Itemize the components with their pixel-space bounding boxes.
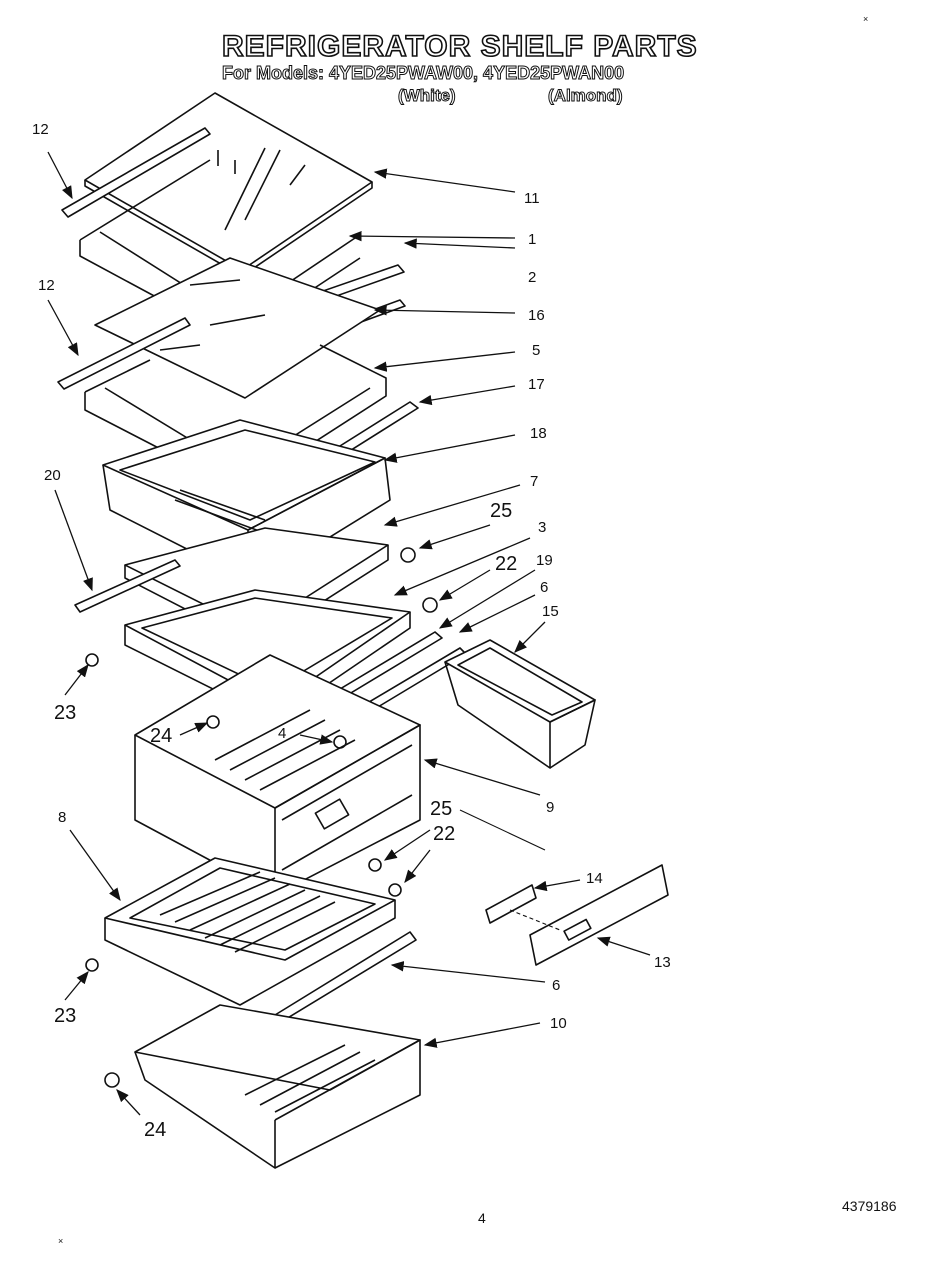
glass-shelf-part	[84, 92, 373, 277]
page-number: 4	[478, 1210, 486, 1226]
slider-part	[485, 884, 537, 924]
callout-label: 12	[38, 277, 55, 294]
fastener-part	[400, 547, 416, 563]
crisper-cover-part	[104, 857, 396, 1006]
callout-label: 8	[58, 809, 66, 826]
callout-label: 10	[550, 1015, 567, 1032]
callout-labels: 12 11 1 2 12 16 5 17 18 20 7 25 3 22 19 …	[32, 121, 671, 1141]
callout-label: 19	[536, 552, 553, 569]
callout-label: 2	[528, 269, 536, 286]
glass-plate-part	[94, 257, 381, 399]
callout-label: 17	[528, 376, 545, 393]
callout-label: 1	[528, 231, 536, 248]
drawer-part	[102, 419, 391, 586]
callout-label: 14	[586, 870, 603, 887]
callout-label: 9	[546, 799, 554, 816]
callout-label: 24	[144, 1119, 166, 1141]
variant-white: (White)	[398, 86, 457, 106]
callout-label: 4	[278, 725, 286, 742]
callout-label: 20	[44, 467, 61, 484]
callout-label: 23	[54, 702, 76, 724]
corner-mark: ×	[58, 1236, 64, 1246]
callout-label: 3	[538, 519, 546, 536]
callout-label: 25	[430, 798, 452, 820]
callout-label: 7	[530, 473, 538, 490]
callout-label: 22	[433, 823, 455, 845]
variant-almond: (Almond)	[548, 86, 624, 106]
callout-label: 15	[542, 603, 559, 620]
callout-label: 6	[552, 977, 560, 994]
callout-label: 16	[528, 307, 545, 324]
control-panel-part	[529, 864, 669, 966]
callout-label: 6	[540, 579, 548, 596]
door-bin-part	[444, 639, 596, 769]
bottom-drawer-part	[134, 1004, 421, 1169]
callout-label: 11	[524, 190, 540, 207]
callout-label: 12	[32, 121, 49, 138]
callout-label: 23	[54, 1005, 76, 1027]
models-subtitle: For Models: 4YED25PWAW00, 4YED25PWAN00	[221, 63, 625, 84]
callout-label: 25	[490, 500, 512, 522]
callout-label: 22	[495, 553, 517, 575]
callout-label: 13	[654, 954, 671, 971]
callout-leaders	[47, 151, 651, 1116]
callout-label: 24	[150, 725, 172, 747]
trim-strip-part	[61, 127, 211, 218]
part-code: 4379186	[842, 1198, 897, 1214]
crisper-drawer-part	[134, 654, 421, 896]
page-title: REFRIGERATOR SHELF PARTS	[221, 29, 698, 64]
callout-label: 18	[530, 425, 547, 442]
corner-mark: ×	[863, 14, 869, 24]
connector-lines	[459, 809, 561, 931]
callout-label: 5	[532, 342, 540, 359]
